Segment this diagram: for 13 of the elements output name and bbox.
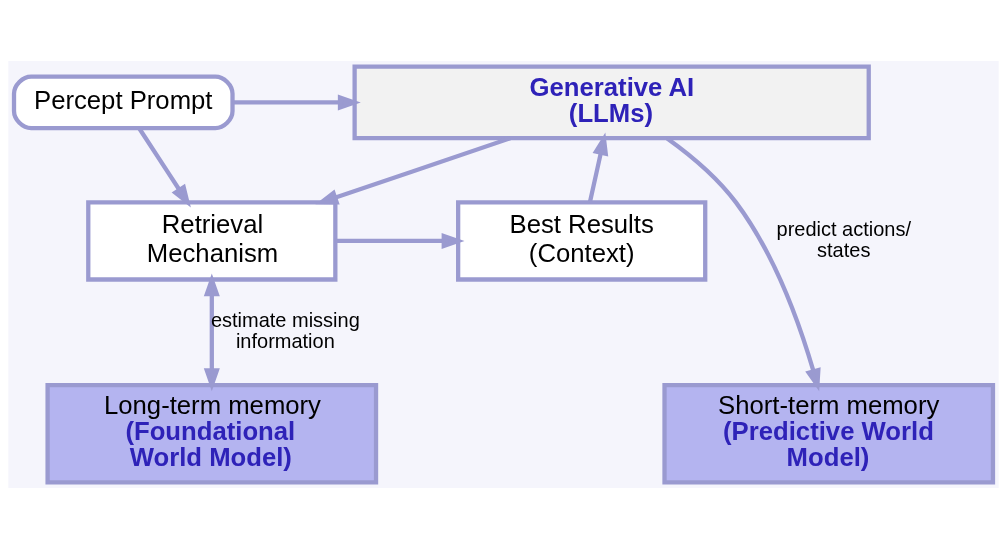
arrow bbox=[587, 131, 609, 203]
node-box: Generative AI (LLMs) bbox=[352, 64, 871, 140]
edge-label: estimate missing information bbox=[210, 308, 360, 352]
arrow bbox=[233, 93, 361, 110]
node-box: Percept Prompt bbox=[11, 74, 235, 130]
arrow bbox=[335, 232, 465, 249]
arrow bbox=[137, 127, 191, 207]
node-box: Retrieval Mechanism bbox=[86, 199, 338, 282]
node-box: Short-term memory (Predictive World Model) bbox=[662, 382, 996, 484]
node-box: Long-term memory (Foundational World Model) bbox=[45, 382, 379, 484]
edge-label: predict actions/ states bbox=[776, 217, 911, 261]
node-box: Best Results (Context) bbox=[456, 199, 708, 282]
arrow bbox=[203, 272, 220, 391]
